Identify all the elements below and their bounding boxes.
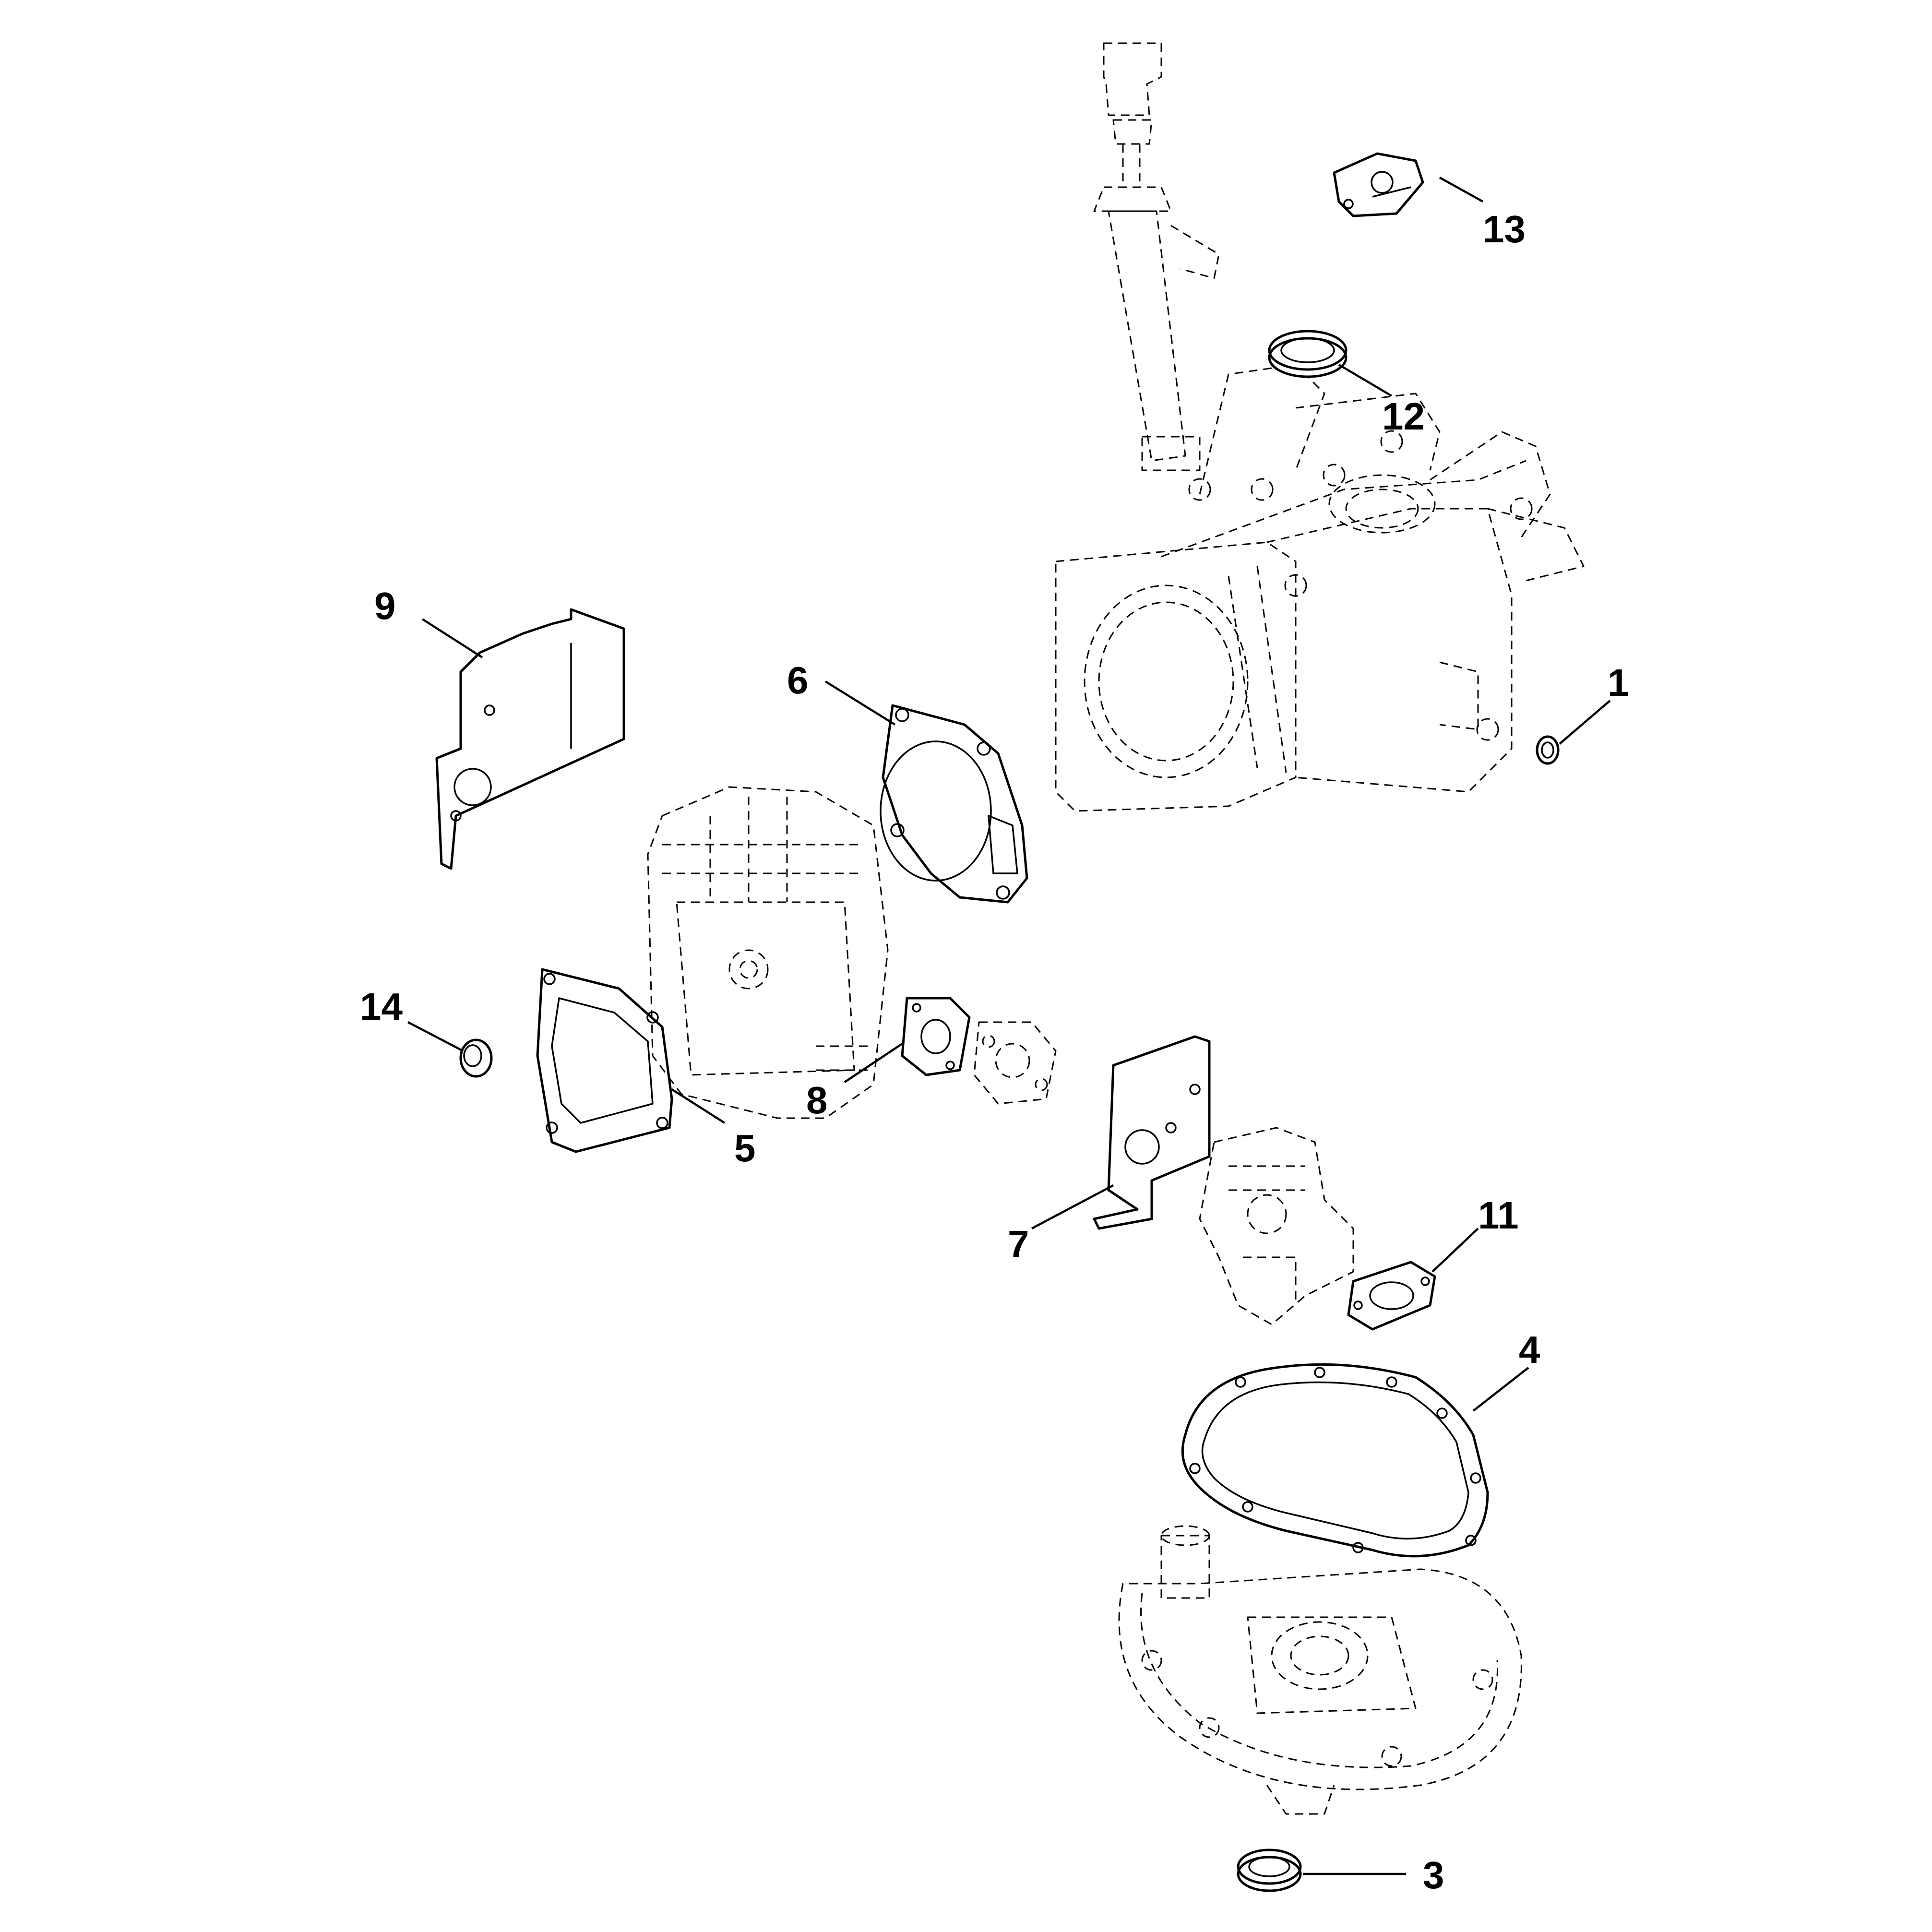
part-11-carburetor-gasket bbox=[1347, 1261, 1436, 1331]
leader-1 bbox=[1559, 700, 1611, 745]
part-7-heat-shield bbox=[1093, 1035, 1211, 1230]
callout-1: 1 bbox=[1608, 661, 1629, 704]
part-1-plug bbox=[1536, 735, 1560, 765]
callout-7: 7 bbox=[1008, 1223, 1029, 1265]
engine-block-reference bbox=[1055, 364, 1585, 812]
callout-labels: 13 12 1 9 6 14 5 8 7 11 4 3 bbox=[360, 208, 1629, 1896]
part-14-grommet bbox=[459, 1038, 493, 1078]
callout-6: 6 bbox=[787, 659, 809, 702]
part-5-valve-cover-gasket bbox=[536, 968, 673, 1153]
part-13-gasket bbox=[1333, 152, 1424, 217]
leader-12 bbox=[1338, 364, 1393, 397]
callout-3: 3 bbox=[1423, 1854, 1444, 1896]
callout-11: 11 bbox=[1478, 1194, 1519, 1237]
leader-7 bbox=[1031, 1184, 1114, 1229]
leader-4 bbox=[1472, 1367, 1529, 1412]
part-8-intake-gasket bbox=[901, 997, 971, 1076]
callout-8: 8 bbox=[806, 1079, 828, 1121]
part-12-oil-seal bbox=[1268, 330, 1348, 378]
intake-spacer-reference bbox=[973, 1021, 1057, 1105]
leader-11 bbox=[1431, 1228, 1479, 1273]
leader-13 bbox=[1439, 177, 1484, 203]
part-6-head-gasket bbox=[880, 704, 1028, 904]
leader-6 bbox=[824, 680, 896, 726]
part-9-shield bbox=[435, 608, 625, 870]
leader-14 bbox=[407, 1021, 464, 1052]
cylinder-head-reference bbox=[647, 786, 889, 1119]
leader-5 bbox=[671, 1088, 726, 1124]
callout-14: 14 bbox=[360, 985, 403, 1028]
callout-9: 9 bbox=[374, 584, 396, 627]
leader-9 bbox=[421, 618, 483, 658]
carburetor-reference bbox=[1199, 1127, 1354, 1325]
leader-lines bbox=[407, 177, 1611, 1875]
crankcase-cover-reference bbox=[1118, 1525, 1522, 1815]
callout-4: 4 bbox=[1519, 1328, 1540, 1371]
callout-5: 5 bbox=[734, 1127, 756, 1169]
dipstick-tube-reference bbox=[1093, 42, 1220, 471]
part-3-oil-seal bbox=[1237, 1849, 1302, 1892]
leader-8 bbox=[844, 1043, 903, 1083]
callout-12: 12 bbox=[1382, 395, 1425, 438]
callout-13: 13 bbox=[1483, 208, 1526, 250]
part-4-crankcase-gasket bbox=[1181, 1363, 1489, 1558]
